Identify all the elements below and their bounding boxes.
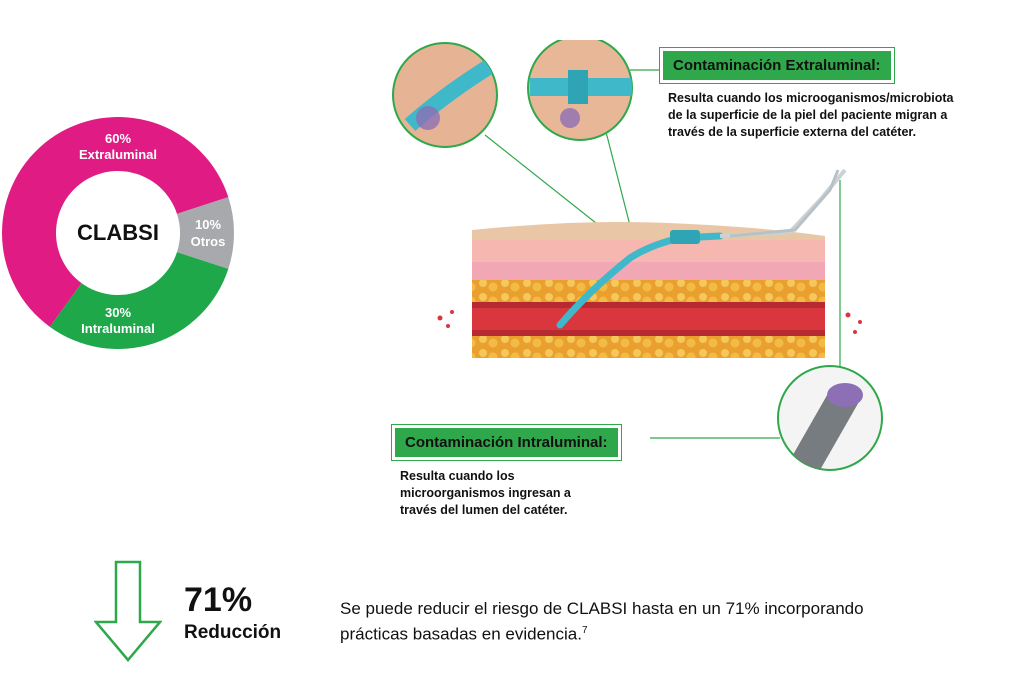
donut-slice-otros (176, 197, 234, 269)
catheter-hub (670, 230, 700, 244)
donut-slice-intraluminal (49, 252, 229, 349)
magnified-view-external-surface (527, 40, 633, 141)
tissue-block (437, 222, 862, 358)
extraluminal-title: Contaminación Extraluminal: (659, 47, 895, 84)
down-arrow-icon (94, 560, 162, 662)
intraluminal-percent-label: 30% (105, 305, 131, 320)
otros-name-label: Otros (191, 234, 226, 249)
extraluminal-description: Resulta cuando los microoganismos/microb… (668, 90, 953, 141)
intraluminal-description: Resulta cuando los microorganismos ingre… (400, 468, 571, 519)
intraluminal-line-3: través del lumen del catéter. (400, 503, 568, 517)
reduction-statement-line-2: prácticas basadas en evidencia.7 (340, 620, 864, 646)
extraluminal-line-1: Resulta cuando los microoganismos/microb… (668, 91, 954, 105)
intraluminal-name-label: Intraluminal (81, 321, 155, 336)
catheter-skin-illustration (392, 40, 883, 471)
extraluminal-name-label: Extraluminal (79, 147, 157, 162)
reduction-value: 71% (184, 581, 253, 619)
clabsi-donut-chart: 60% Extraluminal 10% Otros 30% Intralumi… (1, 117, 234, 349)
intraluminal-line-1: Resulta cuando los (400, 469, 515, 483)
catheter-tube (556, 232, 724, 329)
reduction-label: Reducción (184, 622, 282, 643)
otros-percent-label: 10% (195, 217, 221, 232)
magnified-view-lumen (777, 365, 883, 471)
footnote-marker: 7 (581, 625, 588, 636)
extraluminal-line-3: través de la superficie externa del caté… (668, 125, 917, 139)
extraluminal-line-2: de la superficie de la piel del paciente… (668, 108, 948, 122)
donut-slice-extraluminal (1, 117, 229, 327)
intraluminal-line-2: microorganismos ingresan a (400, 486, 571, 500)
magnified-view-catheter-tip (392, 42, 498, 148)
reduction-statement-line-2-text: prácticas basadas en evidencia. (340, 624, 582, 644)
intraluminal-title: Contaminación Intraluminal: (391, 424, 622, 461)
reduction-statement-line-1: Se puede reducir el riesgo de CLABSI has… (340, 599, 864, 618)
reduction-statement: Se puede reducir el riesgo de CLABSI has… (340, 598, 864, 646)
extraluminal-percent-label: 60% (105, 131, 131, 146)
donut-center-label: CLABSI (77, 220, 159, 245)
